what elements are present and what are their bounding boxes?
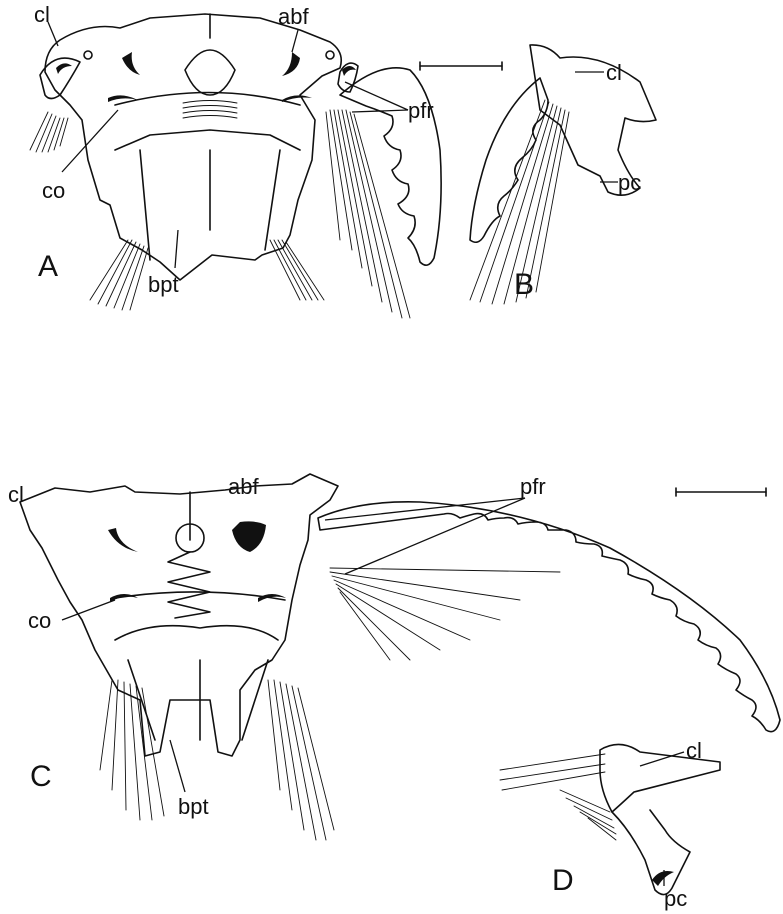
figure-a-foramen-right (326, 51, 334, 59)
figure-c-label-abf: abf (228, 474, 259, 499)
figure-c-label-cl: cl (8, 482, 24, 507)
figure-a-label-pfr: pfr (408, 98, 434, 123)
figure-a-pectoral-girdle: cl abf pfr co bpt A (30, 2, 441, 318)
figure-a-lower-left-rays (90, 240, 148, 310)
scale-bar-bottom (676, 488, 766, 496)
figure-a-abf-leader (292, 30, 298, 52)
figure-a-co-leader (62, 110, 118, 172)
figure-d-label-cl: cl (686, 738, 702, 763)
figure-a-label-cl: cl (34, 2, 50, 27)
figure-a-label-co: co (42, 178, 65, 203)
figure-a-label-abf: abf (278, 4, 309, 29)
figure-c-abf-left (108, 528, 138, 552)
figure-d-cleithrum (600, 744, 720, 812)
figure-a-ridges (183, 101, 237, 119)
figure-a-pfr-leader-1 (345, 82, 408, 110)
figure-c-pfr-leader-2 (345, 498, 525, 574)
figure-a-abf-right (282, 52, 300, 76)
figure-c-inner-lower (115, 626, 278, 640)
figure-c-label-co: co (28, 608, 51, 633)
figure-d-girdle-detail: cl pc D (500, 738, 720, 911)
panel-label-c: C (30, 760, 52, 793)
figure-a-abf-left (122, 52, 140, 75)
figure-c-lower-right-rays (268, 680, 334, 840)
figure-b-label-pc: pc (618, 170, 641, 195)
figure-c-zigzag (168, 552, 210, 618)
panel-label-a: A (38, 250, 58, 283)
figure-a-label-bpt: bpt (148, 272, 179, 297)
figure-c-label-pfr: pfr (520, 474, 546, 499)
figure-c-bpt-leader (170, 740, 185, 792)
figure-a-left-fin-rays (30, 112, 68, 152)
figure-a-right-fin-rays (326, 110, 410, 318)
figure-c-label-bpt: bpt (178, 794, 209, 819)
figure-d-pc-mark (652, 871, 674, 886)
panel-label-d: D (552, 864, 574, 897)
figure-b-spine-detail: cl pc B (470, 45, 656, 304)
figure-a-inner-lower (115, 130, 300, 150)
figure-a-bpt-leader (175, 230, 178, 268)
figure-c-lower-left-rays (100, 680, 164, 820)
figure-c-right-fin-rays (330, 568, 560, 660)
figure-c-right-plate (242, 660, 268, 740)
figure-a-right-plate (265, 150, 280, 250)
figure-a-central-foramen (185, 50, 235, 95)
figure-a-left-cleithrum-mark (56, 63, 72, 74)
figure-c-girdle-outline (20, 474, 338, 756)
scale-bar-top (420, 62, 502, 70)
figure-d-fin-rays (500, 754, 616, 840)
figure-a-girdle-outline (45, 14, 341, 280)
figure-d-process (612, 810, 690, 895)
figure-c-abf-right (232, 521, 266, 552)
figure-d-label-pc: pc (664, 886, 687, 911)
panel-label-b: B (514, 268, 534, 301)
figure-a-foramen-left (84, 51, 92, 59)
figure-a-left-plate (140, 150, 150, 260)
figure-c-left-plate (128, 660, 155, 740)
figure-b-label-cl: cl (606, 60, 622, 85)
